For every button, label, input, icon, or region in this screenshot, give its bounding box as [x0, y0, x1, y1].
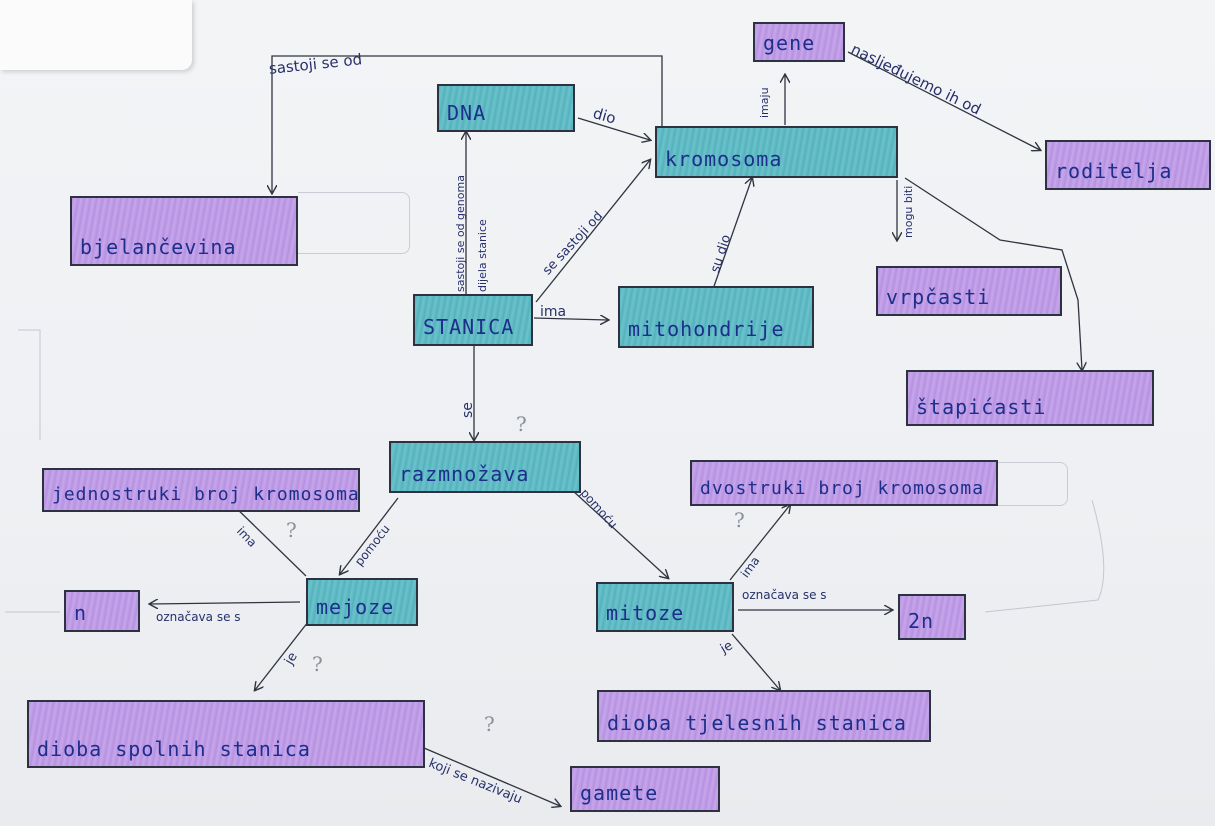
- question-mark-4: ?: [734, 508, 745, 532]
- node-razmnozava-label: razmnožava: [399, 462, 530, 486]
- link-su-dio: [711, 178, 752, 293]
- node-bjelancevina: bjelančevina: [70, 196, 298, 266]
- label-imaju: imaju: [758, 87, 771, 118]
- question-mark-3: ?: [312, 652, 323, 676]
- link-oznacava-n: [150, 602, 301, 604]
- node-roditelja: roditelja: [1045, 140, 1211, 190]
- link-ima: [533, 318, 608, 320]
- link-je-right: [731, 633, 780, 690]
- node-dvostruki-label: dvostruki broj kromosoma: [700, 478, 985, 499]
- link-sastoji-se-od: [272, 55, 663, 193]
- corner-paper-scrap: [0, 0, 192, 70]
- node-mitohondrije: mitohondrije: [618, 286, 814, 348]
- node-dna: DNA: [437, 84, 575, 132]
- erased-trace-left: [18, 329, 41, 440]
- link-je-left: [255, 621, 309, 690]
- node-2n-label: 2n: [908, 609, 935, 633]
- node-kromosoma-label: kromosoma: [665, 147, 783, 171]
- label-oznacava-2n: označava se s: [742, 588, 827, 602]
- node-stapicasti-label: štapićasti: [916, 395, 1047, 419]
- node-dioba-tjelesnih-label: dioba tjelesnih stanica: [607, 711, 907, 735]
- node-gene-label: gene: [763, 31, 816, 55]
- node-mitohondrije-label: mitohondrije: [628, 317, 785, 341]
- node-2n: 2n: [898, 594, 966, 640]
- node-dioba-spolnih: dioba spolnih stanica: [27, 700, 425, 768]
- link-pomocu-mejoze: [340, 497, 399, 574]
- link-dio: [577, 117, 650, 140]
- node-n: n: [64, 590, 140, 632]
- ghost-box-bjelancevina: [298, 192, 410, 254]
- node-vrpcasti-label: vrpčasti: [886, 285, 991, 309]
- node-gamete-label: gamete: [580, 781, 659, 805]
- node-mejoze: mejoze: [306, 578, 418, 626]
- link-ima-right: [729, 505, 790, 581]
- label-se: se: [460, 402, 476, 418]
- node-kromosoma: kromosoma: [655, 126, 898, 178]
- ghost-box-dvostruki: [998, 462, 1068, 506]
- link-se-sastoji-od: [535, 160, 650, 303]
- node-dioba-tjelesnih: dioba tjelesnih stanica: [597, 690, 931, 742]
- node-jednostruki-label: jednostruki broj kromosoma: [52, 484, 360, 505]
- node-stanica: STANICA: [413, 294, 533, 346]
- node-dioba-spolnih-label: dioba spolnih stanica: [37, 737, 311, 761]
- link-ima-left: [230, 502, 307, 577]
- node-jednostruki: jednostruki broj kromosoma: [42, 468, 360, 512]
- label-ima: ima: [540, 304, 567, 320]
- node-mitoze: mitoze: [596, 582, 734, 632]
- question-mark-2: ?: [286, 518, 297, 542]
- erased-trace-right: [984, 499, 1105, 613]
- label-oznacava-n: označava se s: [156, 610, 241, 624]
- label-mogu-biti: mogu biti: [902, 185, 915, 238]
- node-dvostruki: dvostruki broj kromosoma: [690, 460, 998, 506]
- question-mark-5: ?: [484, 712, 495, 736]
- node-gene: gene: [753, 22, 845, 62]
- node-stapicasti: štapićasti: [906, 370, 1154, 426]
- node-stanica-label: STANICA: [423, 315, 515, 339]
- link-koji-se-nazivaju: [423, 747, 560, 806]
- node-bjelancevina-label: bjelančevina: [80, 235, 237, 259]
- node-roditelja-label: roditelja: [1055, 159, 1173, 183]
- label-dijela-stanice: dijela stanice: [476, 219, 489, 292]
- node-n-label: n: [74, 601, 88, 625]
- node-razmnozava: razmnožava: [389, 441, 581, 493]
- question-mark-1: ?: [516, 412, 527, 436]
- node-mitoze-label: mitoze: [606, 601, 685, 625]
- label-sastoji-se-od-genoma: sastoji se od genoma: [454, 175, 467, 292]
- link-mogu-biti-stapicasti: [904, 177, 1082, 370]
- node-gamete: gamete: [570, 766, 720, 812]
- node-dna-label: DNA: [447, 101, 487, 125]
- link-pomocu-mitoze: [571, 489, 668, 578]
- link-nasljedujemo: [847, 51, 1040, 150]
- node-vrpcasti: vrpčasti: [876, 266, 1062, 316]
- node-mejoze-label: mejoze: [316, 595, 395, 619]
